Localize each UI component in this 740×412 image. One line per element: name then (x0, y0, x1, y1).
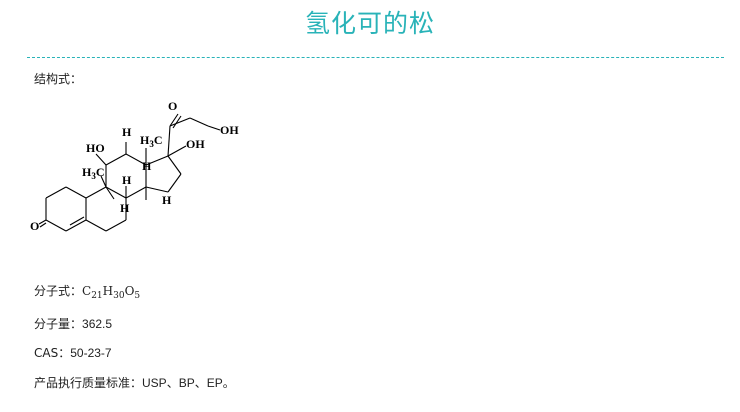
formula-value: C21H30O5 (82, 284, 141, 301)
structure-label: 结构式： (34, 72, 83, 86)
structural-formula: HO H H3C H3C H H H H OH O OH O (30, 99, 239, 233)
atom-h-14: H (142, 159, 152, 173)
formula-label: 分子式： (34, 284, 83, 298)
formula-o: O (124, 284, 135, 298)
title-divider (27, 57, 724, 58)
atom-h-9: H (120, 201, 130, 215)
quality-standard-value: USP、BP、EP。 (142, 376, 235, 390)
cas-value: 50-23-7 (70, 346, 112, 360)
molecular-weight-label: 分子量： (34, 317, 83, 331)
atom-ch3-18-c: C (154, 133, 163, 147)
atom-h-14b: H (162, 193, 172, 207)
formula-row: 分子式：C21H30O5 (34, 283, 141, 301)
atom-ch3-19: H3C (82, 165, 105, 181)
page-title: 氢化可的松 (304, 9, 435, 38)
atom-h-11: H (122, 125, 132, 139)
atom-h-8: H (122, 173, 132, 187)
atom-ch3-19-sub: 3 (91, 171, 96, 181)
atom-o-3: O (30, 219, 39, 233)
atom-ch3-19-h: H (82, 165, 92, 179)
cas-label: CAS： (34, 346, 71, 360)
formula-c: C (82, 284, 92, 298)
molecular-weight-row: 分子量：362.5 (34, 316, 112, 332)
formula-h-count: 30 (113, 291, 125, 301)
formula-h: H (102, 284, 114, 298)
skeleton-bonds (38, 113, 221, 232)
cas-row: CAS：50-23-7 (34, 345, 112, 361)
atom-oh-21: OH (220, 123, 239, 137)
molecular-weight-value: 362.5 (82, 317, 113, 331)
atom-ho-11: HO (86, 141, 105, 155)
atom-ch3-19-c: C (96, 165, 105, 179)
atom-o-20: O (168, 99, 177, 113)
atom-ch3-18: H3C (140, 133, 163, 149)
atom-ch3-18-h: H (140, 133, 150, 147)
quality-standard-label: 产品执行质量标准： (34, 376, 143, 390)
atom-ch3-18-sub: 3 (149, 139, 154, 149)
atom-oh-17: OH (186, 137, 205, 151)
formula-o-count: 5 (134, 291, 141, 301)
formula-c-count: 21 (91, 291, 103, 301)
quality-standard-row: 产品执行质量标准：USP、BP、EP。 (34, 375, 235, 391)
